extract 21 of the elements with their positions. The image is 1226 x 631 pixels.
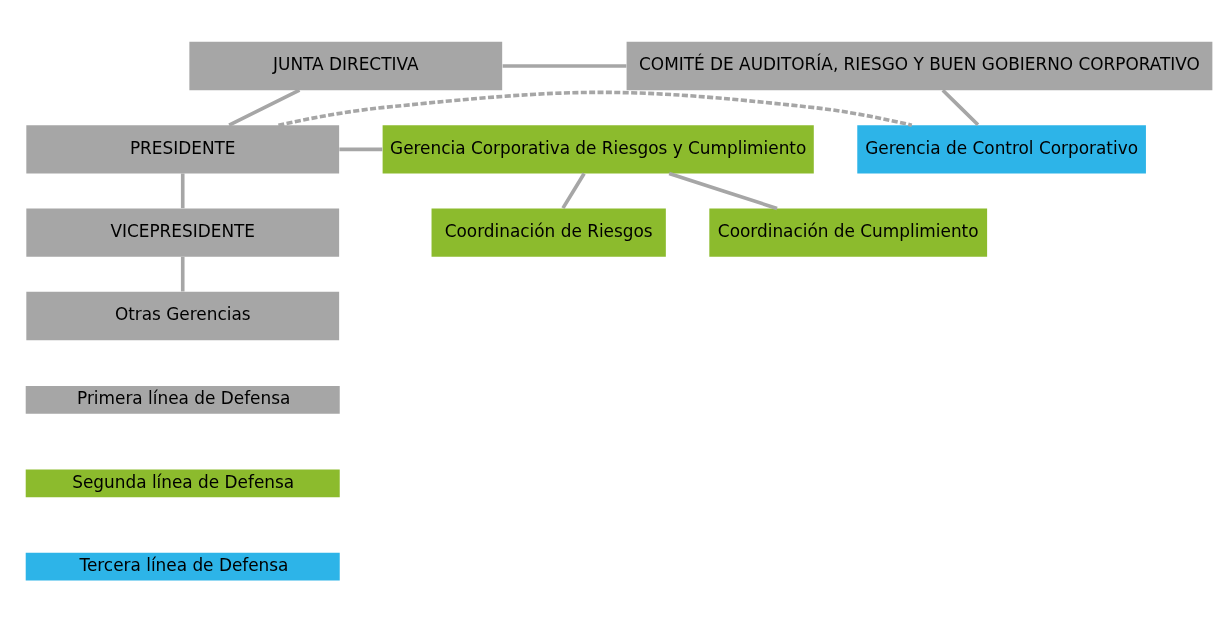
node-box: COMITÉ DE AUDITORÍA, RIESGO Y BUEN GOBIERNO CORPORATIVO — [626, 41, 1213, 90]
connector — [180, 256, 185, 291]
node-box: Coordinación de Riesgos — [431, 208, 666, 257]
node-box: PRESIDENTE — [26, 124, 340, 173]
connector — [228, 88, 301, 127]
legend-label: Primera línea de Defensa — [77, 387, 291, 408]
legend-label: Tercera línea de Defensa — [79, 554, 289, 575]
node-box: VICEPRESIDENTE — [26, 208, 340, 257]
legend-label: Segunda línea de Defensa — [72, 471, 295, 492]
connector — [668, 171, 778, 210]
node-box: Gerencia de Control Corporativo — [857, 124, 1146, 173]
node-box: Gerencia Corporativa de Riesgos y Cumplimiento — [382, 124, 814, 173]
connector — [278, 90, 913, 127]
connector — [339, 147, 383, 151]
connector — [502, 63, 627, 68]
node-box: JUNTA DIRECTIVA — [189, 41, 503, 90]
node-box: Coordinación de Cumplimiento — [709, 208, 988, 257]
connector — [180, 173, 185, 208]
node-box: Otras Gerencias — [26, 291, 340, 340]
connector — [561, 172, 586, 209]
connector — [941, 88, 980, 126]
